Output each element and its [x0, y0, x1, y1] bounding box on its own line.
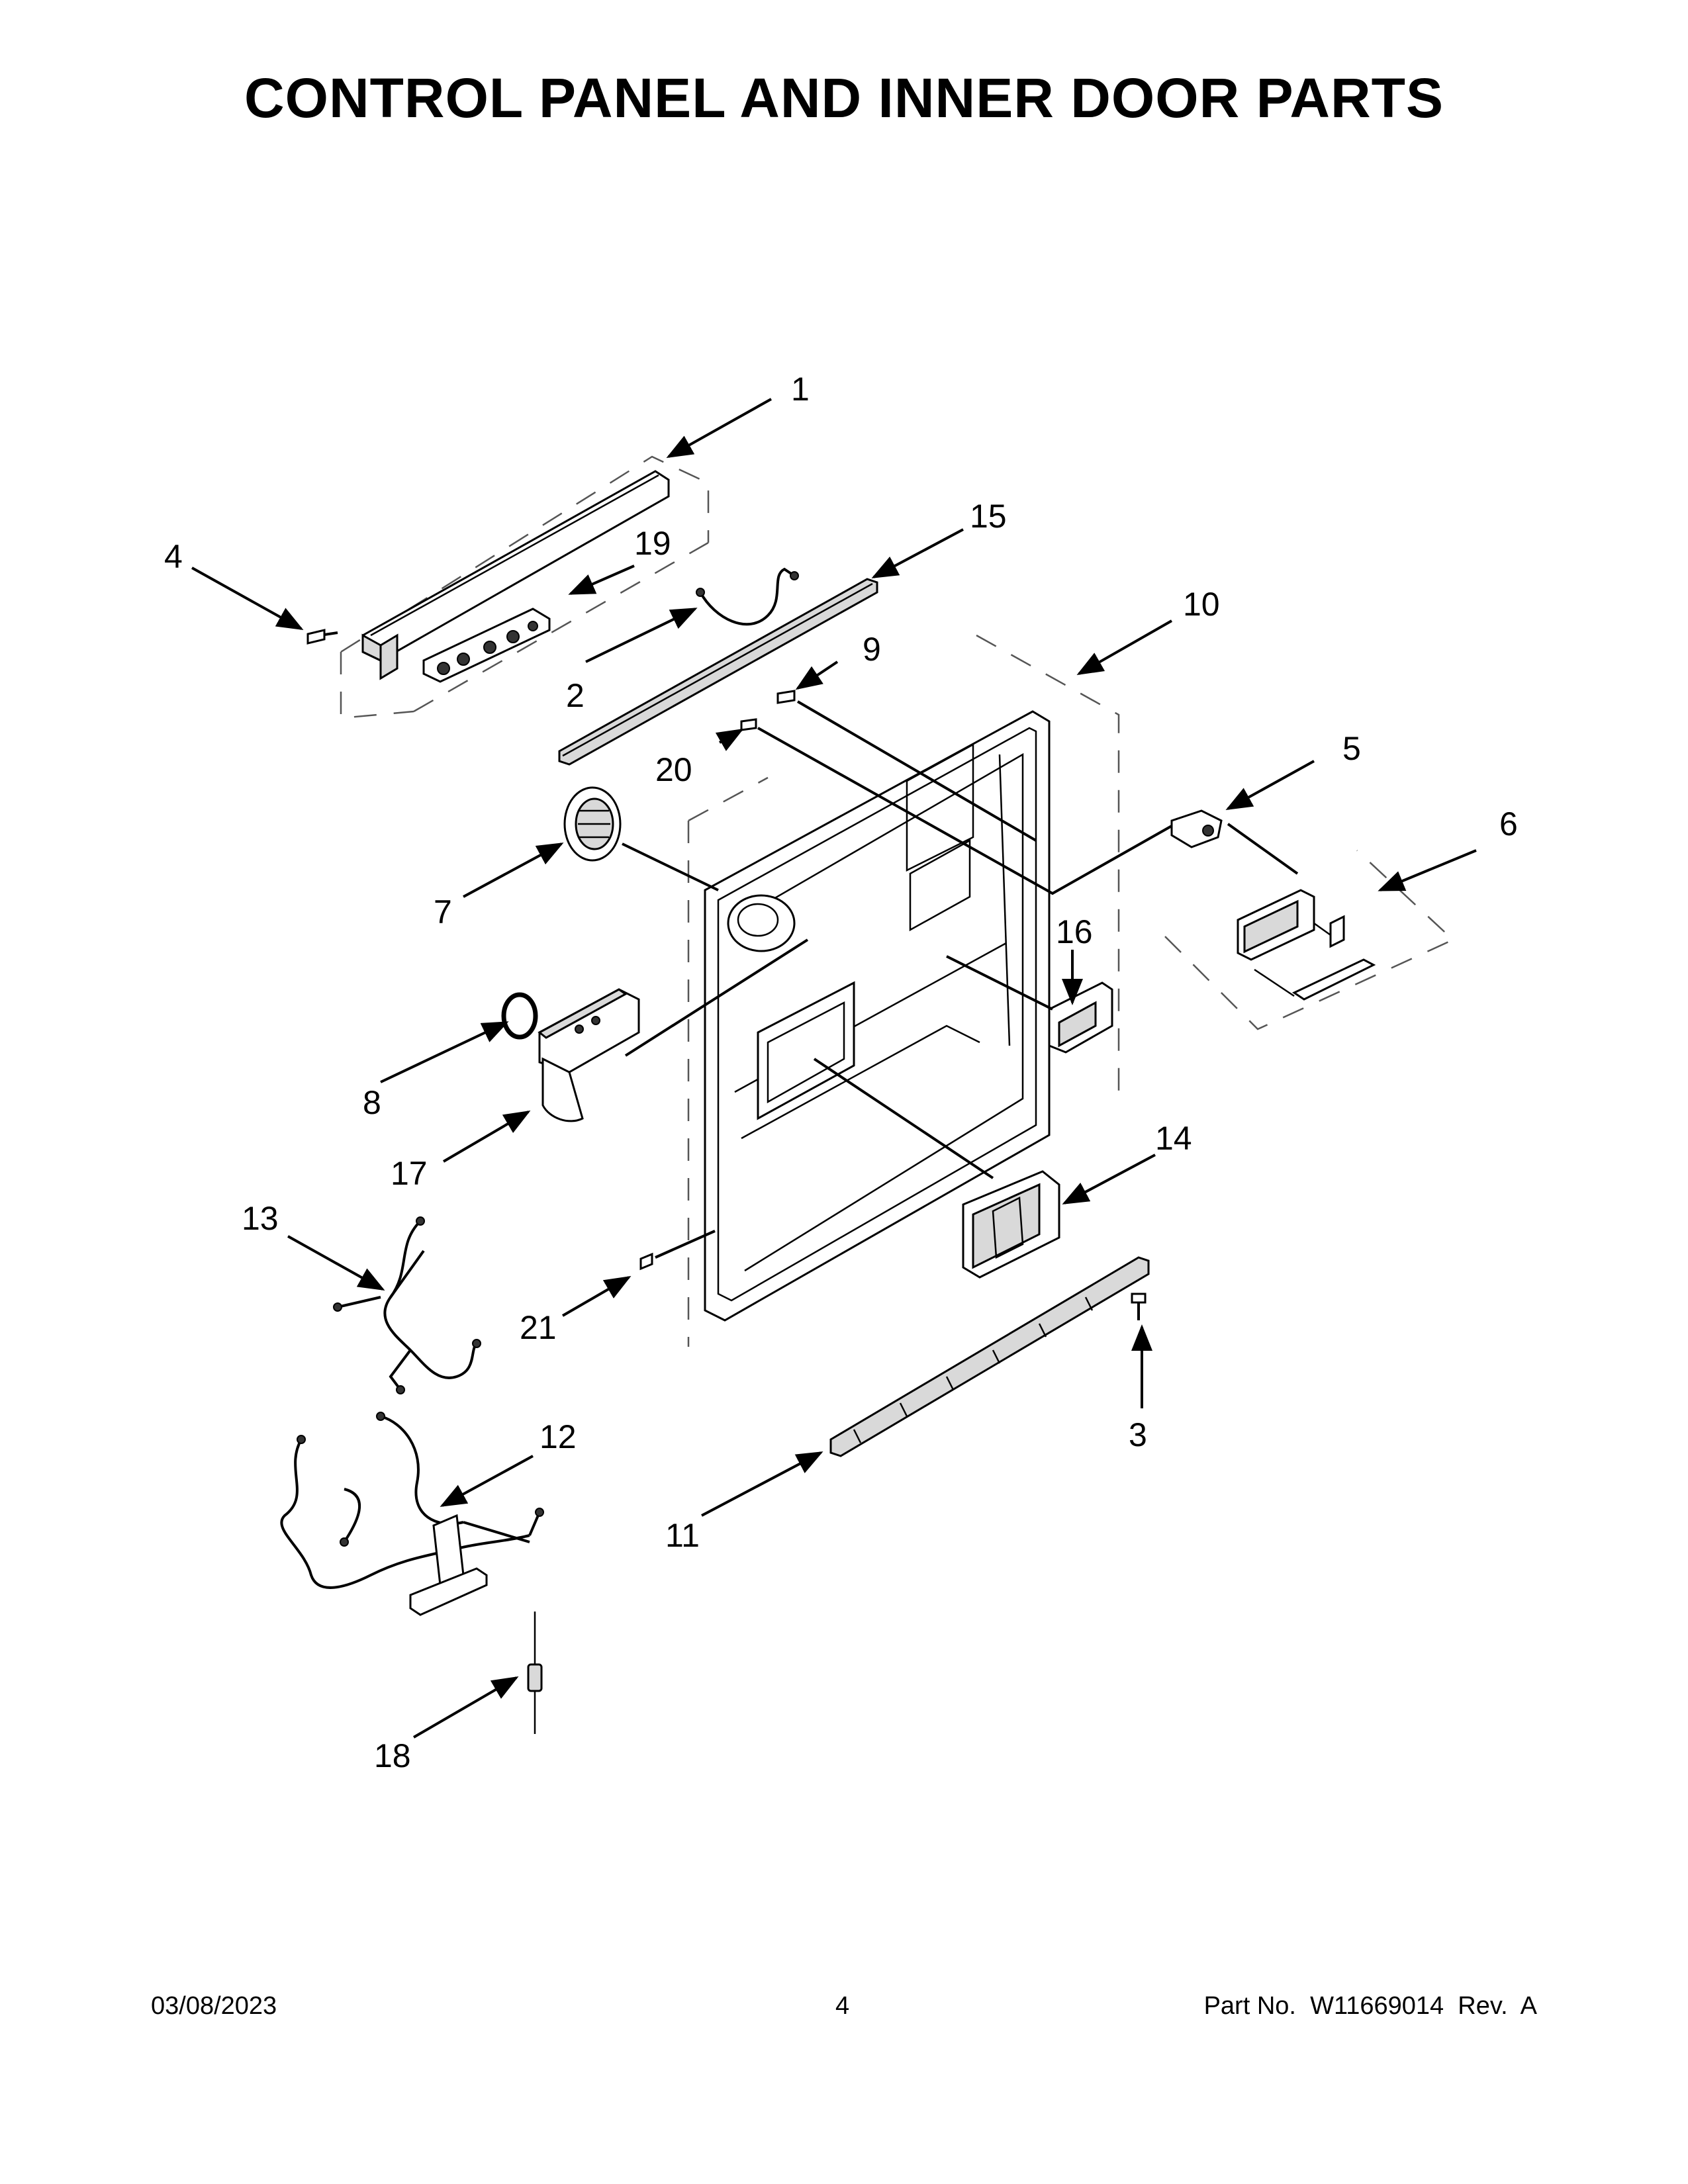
- callout-7: 7: [434, 893, 452, 931]
- callout-6: 6: [1499, 805, 1518, 842]
- control-board-part: [422, 608, 551, 683]
- callout-2: 2: [566, 677, 585, 714]
- footer-part-number: Part No. W11669014 Rev. A: [1203, 1992, 1537, 2020]
- callout-arrows: [191, 398, 1477, 1739]
- callout-4: 4: [164, 538, 183, 575]
- callout-5: 5: [1342, 730, 1361, 767]
- wire-harness-part-13: [333, 1216, 481, 1394]
- callout-13: 13: [242, 1200, 279, 1237]
- callout-1: 1: [791, 371, 810, 408]
- callout-18: 18: [374, 1737, 411, 1774]
- screw-part-20: [740, 718, 757, 731]
- control-panel-part: [340, 455, 710, 719]
- wire-harness-part-12: [280, 1412, 544, 1616]
- inner-door-part: [687, 634, 1120, 1347]
- control-module-part: [1164, 850, 1455, 1030]
- page-title: CONTROL PANEL AND INNER DOOR PARTS: [244, 67, 1444, 129]
- gasket-strip-part: [558, 578, 878, 766]
- dispenser-part: [538, 988, 640, 1122]
- vent-part: [563, 786, 622, 862]
- screw-part-3: [1131, 1293, 1147, 1320]
- callout-14: 14: [1155, 1120, 1192, 1157]
- latch-assembly-part: [962, 1170, 1060, 1279]
- callout-labels: 1 2 3 4 5 6 7 8 9 10 11 12 13 14 15 16 1…: [164, 371, 1518, 1774]
- screw-part-21: [639, 1252, 653, 1271]
- callout-17: 17: [391, 1155, 428, 1192]
- fuse-part: [527, 1612, 543, 1734]
- callout-16: 16: [1056, 913, 1093, 950]
- callout-15: 15: [970, 498, 1007, 535]
- callout-8: 8: [363, 1084, 381, 1121]
- screw-part-4: [306, 629, 338, 645]
- callout-3: 3: [1129, 1416, 1147, 1453]
- callout-21: 21: [520, 1309, 557, 1346]
- sensor-part: [1170, 809, 1223, 848]
- footer-page-number: 4: [835, 1992, 850, 2020]
- footer-date: 03/08/2023: [151, 1992, 277, 2020]
- callout-9: 9: [863, 631, 881, 668]
- callout-10: 10: [1183, 586, 1220, 623]
- seal-ring-part: [501, 992, 538, 1040]
- screw-part-9: [776, 690, 796, 704]
- callout-20: 20: [655, 751, 692, 788]
- latch-bracket-part: [1048, 981, 1113, 1054]
- callout-12: 12: [539, 1418, 577, 1455]
- callout-11: 11: [665, 1517, 700, 1554]
- wire-part-2: [696, 567, 799, 626]
- connection-lines: [622, 700, 1299, 1259]
- callout-19: 19: [634, 525, 671, 562]
- vent-strip-part: [829, 1256, 1150, 1457]
